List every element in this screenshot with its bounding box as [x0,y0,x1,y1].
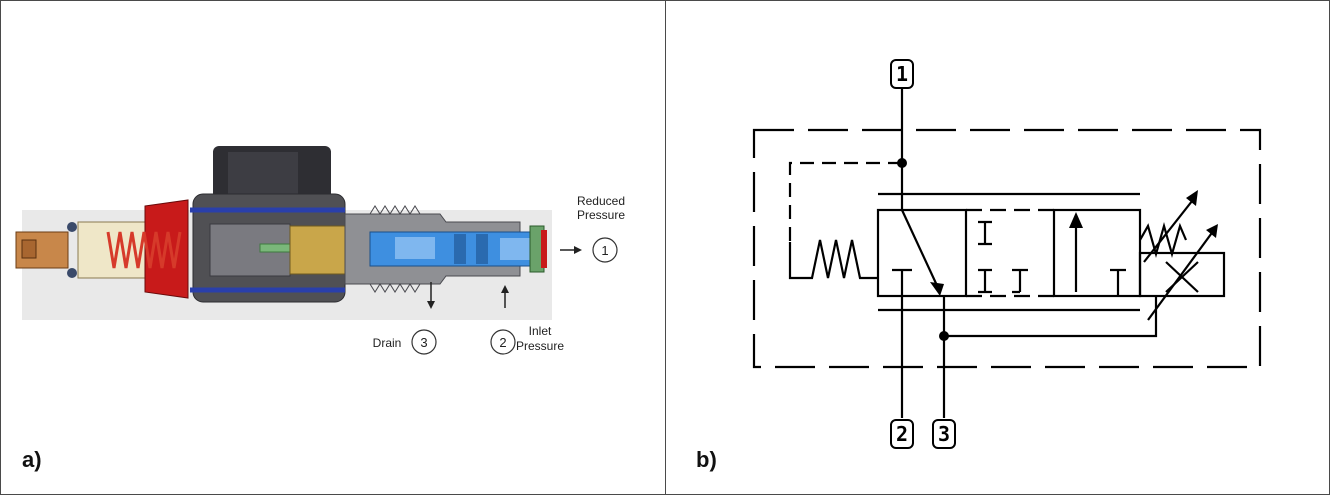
blocked-port-right [1110,268,1126,296]
valve-enclosure-dashed [752,128,1262,369]
panel-a: Reduced Pressure 1 Drain 3 2 Inlet Press… [15,146,625,472]
reduced-pressure-arrowhead [574,246,582,254]
middle-block-top [978,220,992,246]
flow-path-left [901,209,941,293]
port-1-marker [592,237,618,263]
port-3-symbol-label: 3 [938,422,950,446]
adjustment-spring [106,231,182,269]
spring-adjust-arrowhead [1186,190,1198,206]
flow-arrowhead-left [930,282,944,296]
reduced-pressure-label-line1: Reduced [577,194,625,208]
coil-insert-lines [190,207,345,293]
connector-face [228,152,298,196]
reduced-pressure-label-line2: Pressure [577,208,625,222]
inlet-arrowhead [501,285,509,293]
drain-arrowhead [427,301,435,309]
variable-arrow [1147,229,1215,321]
panel-a-label: a) [22,447,42,472]
junction-dot-pilot [897,158,907,168]
knob-bolt-bottom [67,268,77,278]
port-1-box [890,59,914,89]
spool-land-2 [500,238,530,260]
knob-bolt-top [67,222,77,232]
port-3-marker [411,329,437,355]
envelope-right [1052,208,1142,298]
valve-cutaway-illustration: Reduced Pressure 1 Drain 3 2 Inlet Press… [15,146,625,355]
port-2-symbol-label: 2 [896,422,908,446]
port-2-label: 2 [499,335,506,350]
spool-land-1 [395,237,435,259]
port-1-symbol-label: 1 [896,62,908,86]
pilot-line-dashed [788,161,902,242]
spool-groove-1 [454,234,466,264]
port-3-box [932,419,956,449]
knob-slot [21,239,37,259]
middle-block-bottom-a [978,268,992,294]
bias-spring [788,239,878,280]
panel-b: 1 2 3 b) [666,0,1330,495]
port-3-label: 3 [420,335,427,350]
end-seal [541,230,547,268]
drain-line [944,296,1158,338]
spool-groove-2 [476,234,488,264]
inlet-pressure-label-line2: Pressure [516,339,564,353]
solenoid-box [1138,251,1226,298]
envelope-left [876,208,968,298]
variable-arrowhead [1206,224,1218,238]
port-1-label: 1 [601,243,608,258]
cartridge-threads [369,205,421,293]
panel-divider [665,0,666,495]
drain-label: Drain [373,336,402,350]
middle-block-bottom-b [1012,268,1028,294]
blocked-port-left [892,268,912,296]
panel-b-label: b) [696,447,717,472]
inlet-pressure-label-line1: Inlet [529,324,552,338]
right-spring [1139,221,1188,259]
port-2-marker [490,329,516,355]
junction-dot-drain [939,331,949,341]
hydraulic-symbol: 1 2 3 [752,59,1262,449]
flow-arrowhead-right [1069,212,1083,228]
port-2-box [890,419,914,449]
spring-adjust-arrow [1143,195,1197,263]
